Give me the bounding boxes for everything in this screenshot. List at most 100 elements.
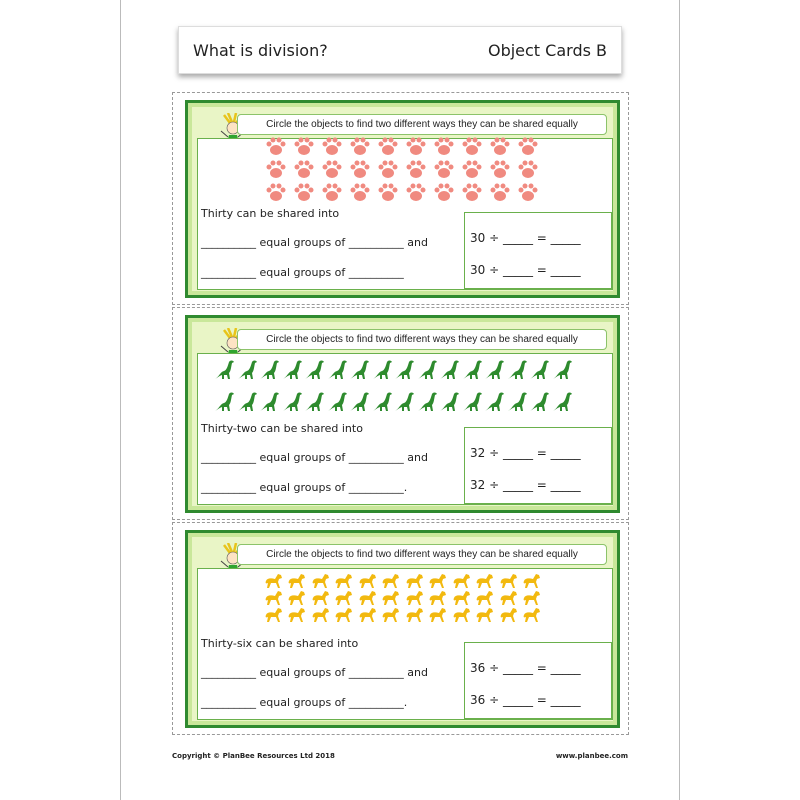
horse-icon[interactable] bbox=[474, 606, 498, 623]
horse-icon[interactable] bbox=[333, 589, 357, 606]
horse-icon[interactable] bbox=[427, 606, 451, 623]
dinosaur-icon[interactable] bbox=[259, 354, 282, 386]
horse-icon[interactable] bbox=[333, 606, 357, 623]
equation-2[interactable]: 36 ÷ _____ = _____ bbox=[470, 693, 581, 707]
equation-1[interactable]: 36 ÷ _____ = _____ bbox=[470, 661, 581, 675]
dinosaur-icon[interactable] bbox=[439, 386, 462, 418]
dinosaur-icon[interactable] bbox=[372, 354, 395, 386]
horse-icon[interactable] bbox=[521, 606, 545, 623]
horse-icon[interactable] bbox=[403, 606, 427, 623]
answer-line-1[interactable]: __________ equal groups of __________ an… bbox=[201, 451, 428, 464]
horse-icon[interactable] bbox=[521, 572, 545, 589]
dinosaur-icon[interactable] bbox=[484, 354, 507, 386]
dinosaur-icon[interactable] bbox=[439, 354, 462, 386]
paw-print-icon[interactable] bbox=[514, 180, 542, 203]
dinosaur-icon[interactable] bbox=[507, 354, 530, 386]
paw-print-icon[interactable] bbox=[374, 180, 402, 203]
horse-icon[interactable] bbox=[474, 572, 498, 589]
horse-icon[interactable] bbox=[356, 589, 380, 606]
equation-1[interactable]: 32 ÷ _____ = _____ bbox=[470, 446, 581, 460]
dinosaur-icon[interactable] bbox=[417, 354, 440, 386]
dinosaur-icon[interactable] bbox=[372, 386, 395, 418]
dinosaur-icon[interactable] bbox=[237, 354, 260, 386]
dinosaur-icon[interactable] bbox=[304, 386, 327, 418]
paw-print-icon[interactable] bbox=[318, 157, 346, 180]
dinosaur-icon[interactable] bbox=[327, 354, 350, 386]
dinosaur-icon[interactable] bbox=[394, 354, 417, 386]
paw-print-icon[interactable] bbox=[402, 180, 430, 203]
paw-print-icon[interactable] bbox=[430, 157, 458, 180]
paw-print-icon[interactable] bbox=[262, 180, 290, 203]
paw-print-icon[interactable] bbox=[318, 134, 346, 157]
paw-print-icon[interactable] bbox=[290, 180, 318, 203]
horse-icon[interactable] bbox=[309, 572, 333, 589]
horse-icon[interactable] bbox=[333, 572, 357, 589]
horse-icon[interactable] bbox=[380, 572, 404, 589]
horse-icon[interactable] bbox=[427, 572, 451, 589]
dinosaur-icon[interactable] bbox=[304, 354, 327, 386]
paw-print-icon[interactable] bbox=[514, 157, 542, 180]
paw-print-icon[interactable] bbox=[458, 180, 486, 203]
horse-icon[interactable] bbox=[497, 572, 521, 589]
paw-print-icon[interactable] bbox=[262, 157, 290, 180]
horse-icon[interactable] bbox=[356, 572, 380, 589]
dinosaur-icon[interactable] bbox=[349, 354, 372, 386]
dinosaur-icon[interactable] bbox=[349, 386, 372, 418]
dinosaur-icon[interactable] bbox=[237, 386, 260, 418]
paw-print-icon[interactable] bbox=[402, 134, 430, 157]
paw-print-icon[interactable] bbox=[486, 134, 514, 157]
paw-print-icon[interactable] bbox=[430, 134, 458, 157]
equation-2[interactable]: 30 ÷ _____ = _____ bbox=[470, 263, 581, 277]
paw-print-icon[interactable] bbox=[318, 180, 346, 203]
horse-icon[interactable] bbox=[262, 572, 286, 589]
answer-line-2[interactable]: __________ equal groups of __________. bbox=[201, 481, 408, 494]
dinosaur-icon[interactable] bbox=[417, 386, 440, 418]
horse-icon[interactable] bbox=[403, 572, 427, 589]
horse-icon[interactable] bbox=[380, 606, 404, 623]
dinosaur-icon[interactable] bbox=[552, 386, 575, 418]
horse-icon[interactable] bbox=[450, 572, 474, 589]
horse-icon[interactable] bbox=[309, 589, 333, 606]
dinosaur-icon[interactable] bbox=[327, 386, 350, 418]
horse-icon[interactable] bbox=[403, 589, 427, 606]
horse-icon[interactable] bbox=[497, 589, 521, 606]
dinosaur-icon[interactable] bbox=[507, 386, 530, 418]
paw-print-icon[interactable] bbox=[346, 157, 374, 180]
horse-icon[interactable] bbox=[286, 572, 310, 589]
answer-line-1[interactable]: __________ equal groups of __________ an… bbox=[201, 236, 428, 249]
paw-print-icon[interactable] bbox=[374, 157, 402, 180]
dinosaur-icon[interactable] bbox=[529, 354, 552, 386]
dinosaur-icon[interactable] bbox=[529, 386, 552, 418]
horse-icon[interactable] bbox=[427, 589, 451, 606]
paw-print-icon[interactable] bbox=[374, 134, 402, 157]
paw-print-icon[interactable] bbox=[262, 134, 290, 157]
dinosaur-icon[interactable] bbox=[282, 386, 305, 418]
paw-print-icon[interactable] bbox=[514, 134, 542, 157]
paw-print-icon[interactable] bbox=[346, 180, 374, 203]
dinosaur-icon[interactable] bbox=[214, 386, 237, 418]
paw-print-icon[interactable] bbox=[486, 157, 514, 180]
dinosaur-icon[interactable] bbox=[282, 354, 305, 386]
dinosaur-icon[interactable] bbox=[484, 386, 507, 418]
equation-1[interactable]: 30 ÷ _____ = _____ bbox=[470, 231, 581, 245]
paw-print-icon[interactable] bbox=[402, 157, 430, 180]
horse-icon[interactable] bbox=[380, 589, 404, 606]
horse-icon[interactable] bbox=[450, 589, 474, 606]
horse-icon[interactable] bbox=[474, 589, 498, 606]
horse-icon[interactable] bbox=[521, 589, 545, 606]
horse-icon[interactable] bbox=[497, 606, 521, 623]
horse-icon[interactable] bbox=[309, 606, 333, 623]
paw-print-icon[interactable] bbox=[290, 134, 318, 157]
dinosaur-icon[interactable] bbox=[214, 354, 237, 386]
paw-print-icon[interactable] bbox=[290, 157, 318, 180]
answer-line-1[interactable]: __________ equal groups of __________ an… bbox=[201, 666, 428, 679]
answer-line-2[interactable]: __________ equal groups of __________. bbox=[201, 696, 408, 709]
dinosaur-icon[interactable] bbox=[552, 354, 575, 386]
paw-print-icon[interactable] bbox=[458, 157, 486, 180]
horse-icon[interactable] bbox=[450, 606, 474, 623]
paw-print-icon[interactable] bbox=[346, 134, 374, 157]
paw-print-icon[interactable] bbox=[458, 134, 486, 157]
equation-2[interactable]: 32 ÷ _____ = _____ bbox=[470, 478, 581, 492]
paw-print-icon[interactable] bbox=[486, 180, 514, 203]
horse-icon[interactable] bbox=[286, 606, 310, 623]
